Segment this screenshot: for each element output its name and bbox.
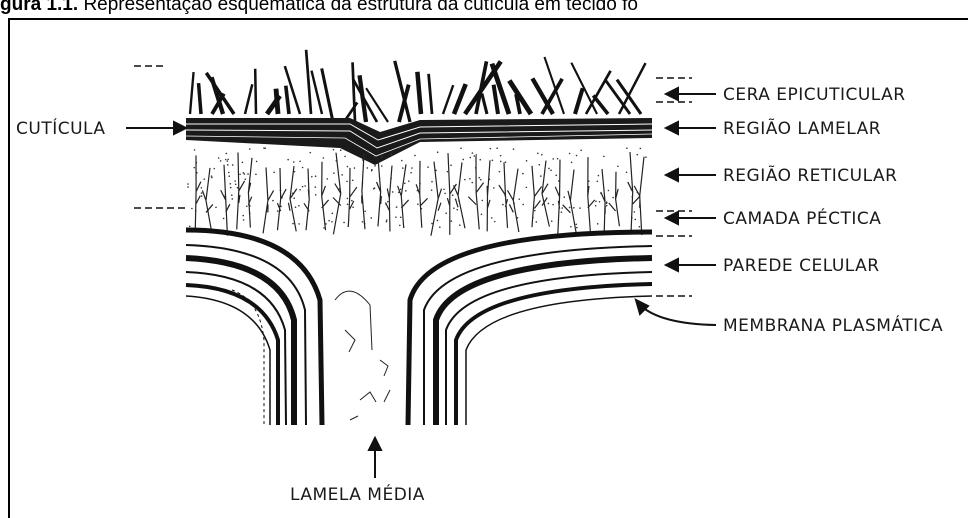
label-cuticula: CUTÍCULA — [16, 117, 106, 139]
label-cera-epicuticular: CERA EPICUTICULAR — [723, 85, 906, 105]
lamellar-region — [186, 118, 652, 165]
label-camada-pectica: CAMADA PÉCTICA — [723, 207, 881, 229]
epicuticular-wax-crystals — [190, 50, 646, 122]
label-regiao-reticular: REGIÃO RETICULAR — [723, 164, 897, 186]
middle-lamella — [335, 291, 390, 420]
label-regiao-lamelar: REGIÃO LAMELAR — [723, 117, 881, 139]
cell-wall-left — [186, 230, 322, 425]
label-lamela-media: LAMELA MÉDIA — [290, 483, 425, 505]
reticular-region — [187, 147, 647, 236]
cell-wall-right — [408, 232, 652, 425]
label-membrana-plasmatica: MEMBRANA PLASMÁTICA — [723, 314, 943, 336]
label-parede-celular: PAREDE CELULAR — [723, 256, 880, 276]
